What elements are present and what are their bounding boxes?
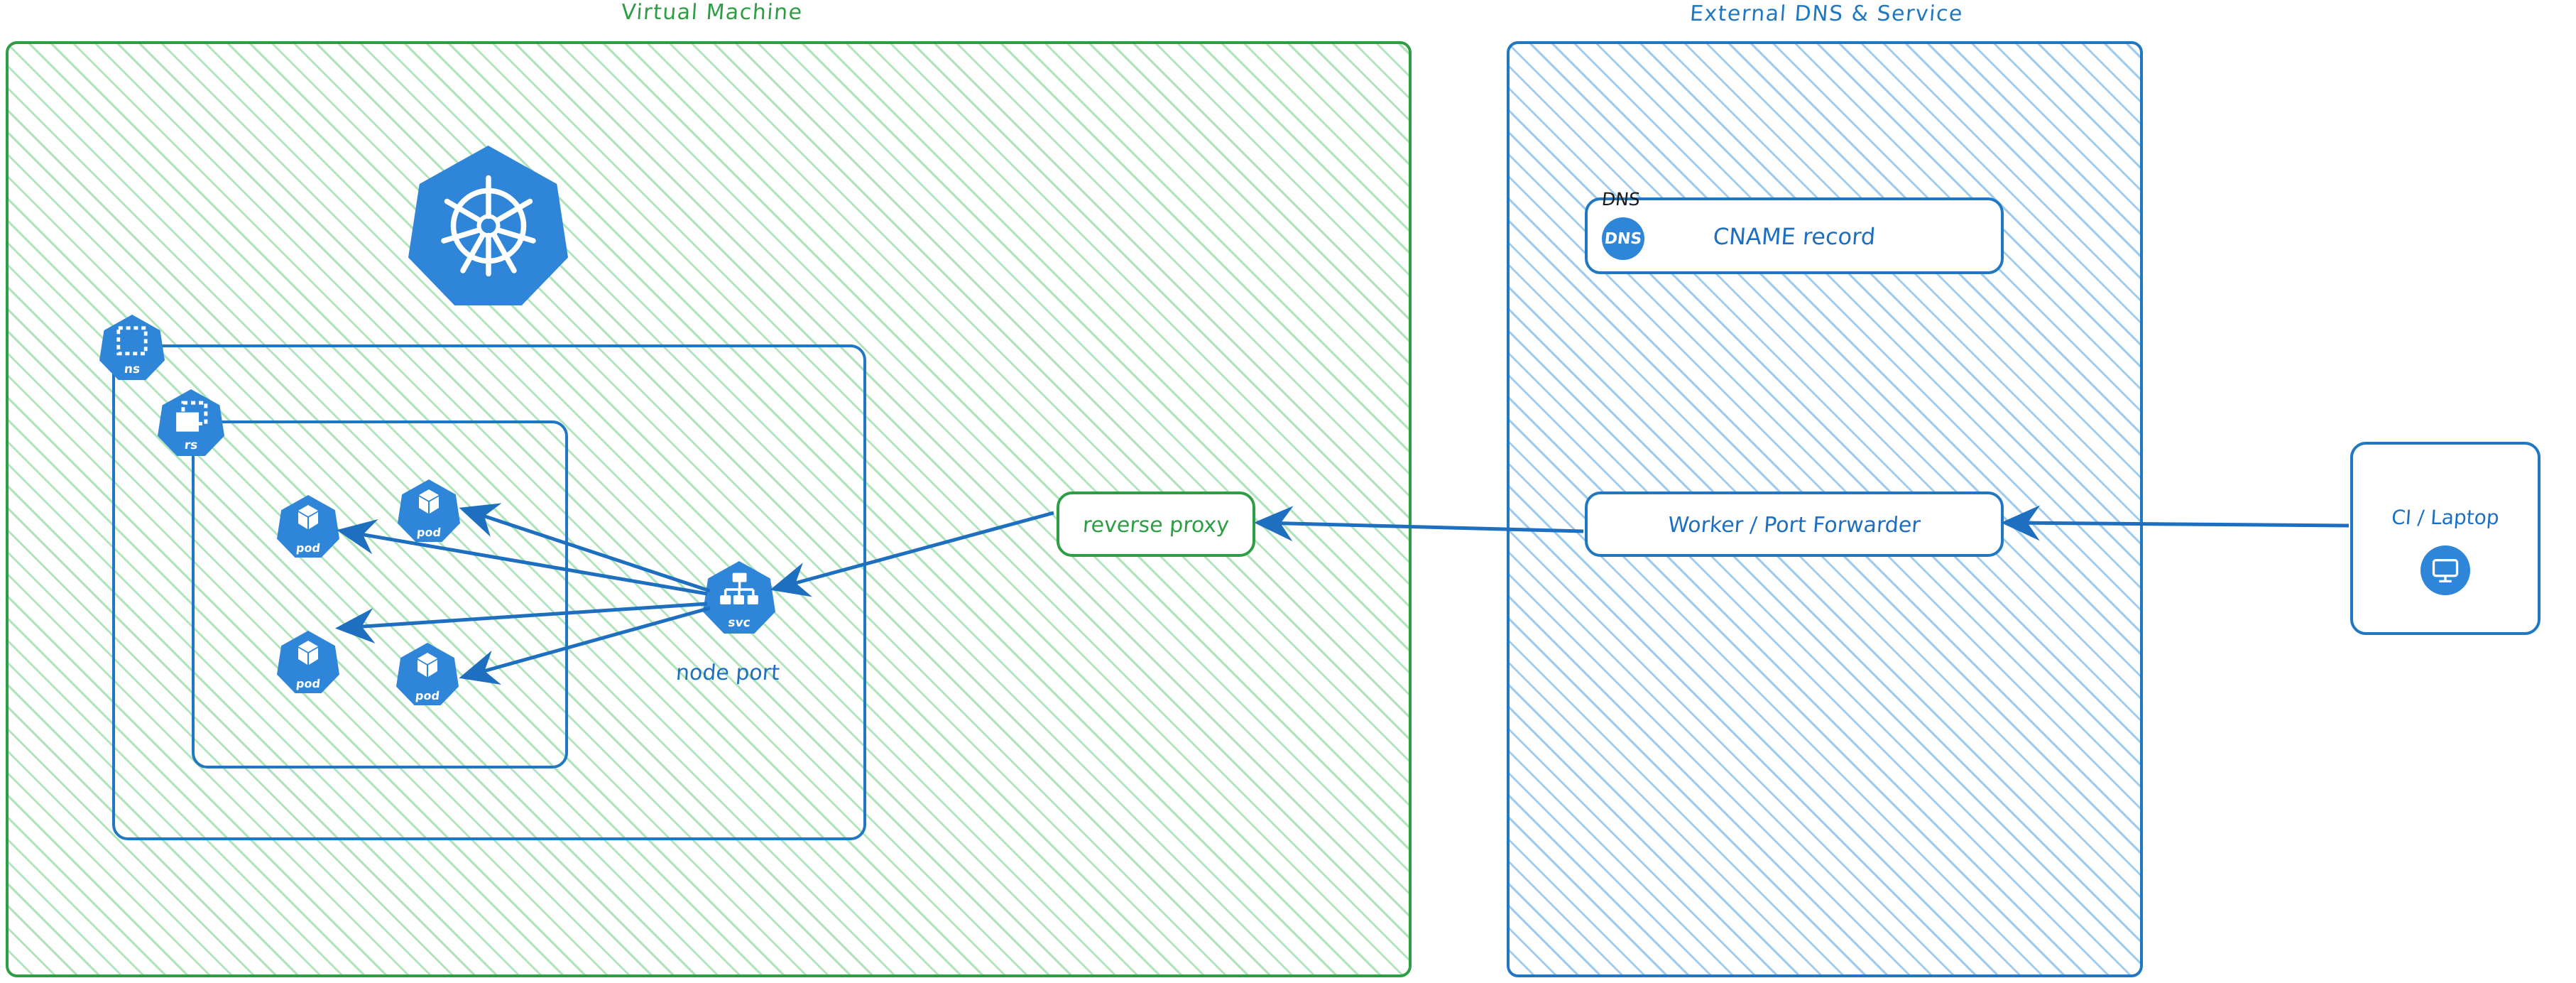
node-port-label: node port	[675, 661, 781, 685]
worker-port-forwarder-label: Worker / Port Forwarder	[1667, 513, 1921, 538]
zone-title-external-dns-service: External DNS & Service	[1688, 1, 1965, 26]
dns-card-corner-label: DNS	[1600, 189, 1642, 210]
worker-port-forwarder-box[interactable]: Worker / Port Forwarder	[1585, 492, 2004, 557]
ci-laptop-label: CI / Laptop	[2391, 506, 2500, 529]
dns-card[interactable]: DNS DNS CNAME record	[1585, 189, 2004, 274]
dns-card-title: CNAME record	[1712, 223, 1877, 250]
reverse-proxy-box[interactable]: reverse proxy	[1057, 492, 1255, 557]
namespace-container	[112, 344, 866, 840]
ci-laptop-box[interactable]: CI / Laptop	[2350, 442, 2540, 635]
replicaset-container	[192, 420, 568, 769]
reverse-proxy-label: reverse proxy	[1081, 513, 1230, 538]
desktop-monitor-icon	[2421, 545, 2470, 595]
dns-icon: DNS	[1602, 217, 1644, 260]
zone-title-virtual-machine: Virtual Machine	[620, 0, 804, 25]
